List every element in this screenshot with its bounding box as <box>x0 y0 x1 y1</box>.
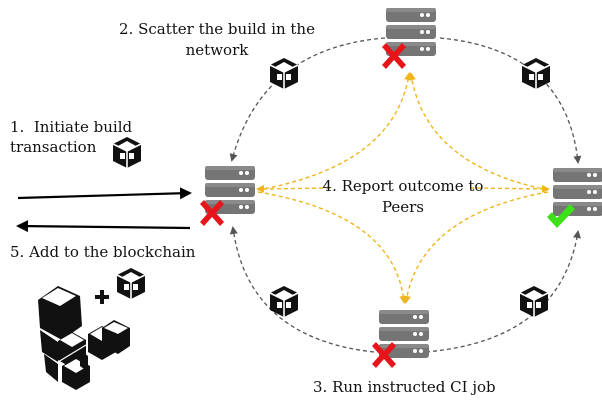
report-to-right <box>469 184 550 193</box>
report-left-to-top <box>257 72 413 191</box>
report-arrows <box>256 72 550 304</box>
arc-bottom-to-right <box>425 230 581 353</box>
block-cube-icon <box>269 285 299 318</box>
server-right <box>553 168 602 216</box>
step-1-label-line1: 1. Initiate build <box>10 118 133 136</box>
block-cube-icon <box>116 267 146 300</box>
add-arrow <box>16 220 191 233</box>
report-right-to-bottom <box>403 191 549 304</box>
report-right-to-top <box>407 72 549 191</box>
initiate-arrow <box>17 187 192 200</box>
block-cube-icon <box>519 285 549 318</box>
server-stack-icon <box>553 168 602 216</box>
block-cube-icon <box>112 136 142 169</box>
block-cube-icon <box>521 57 551 90</box>
step-5-label: 5. Add to the blockchain <box>10 243 196 261</box>
step-3-label: 3. Run instructed CI job <box>313 378 496 396</box>
block-cube-icon <box>269 57 299 90</box>
step-2-label-line1: 2. Scatter the build in the <box>119 20 315 38</box>
server-top <box>386 8 436 56</box>
step-1-label-line2: transaction <box>10 138 97 156</box>
step-4-label-line1: 4. Report outcome to <box>322 177 484 195</box>
step-4-label-line2: Peers <box>381 198 425 216</box>
arc-top-to-right <box>439 37 582 164</box>
server-stack-icon <box>386 8 436 56</box>
server-left <box>205 166 255 214</box>
report-left-to-bottom <box>257 191 408 304</box>
step-2-label-line2: network <box>185 41 249 59</box>
server-stack-icon <box>205 166 255 214</box>
arc-bottom-to-left <box>229 226 375 353</box>
plus-icon <box>95 290 109 304</box>
stacked-blocks-icon <box>38 286 130 390</box>
report-to-left <box>256 184 331 193</box>
